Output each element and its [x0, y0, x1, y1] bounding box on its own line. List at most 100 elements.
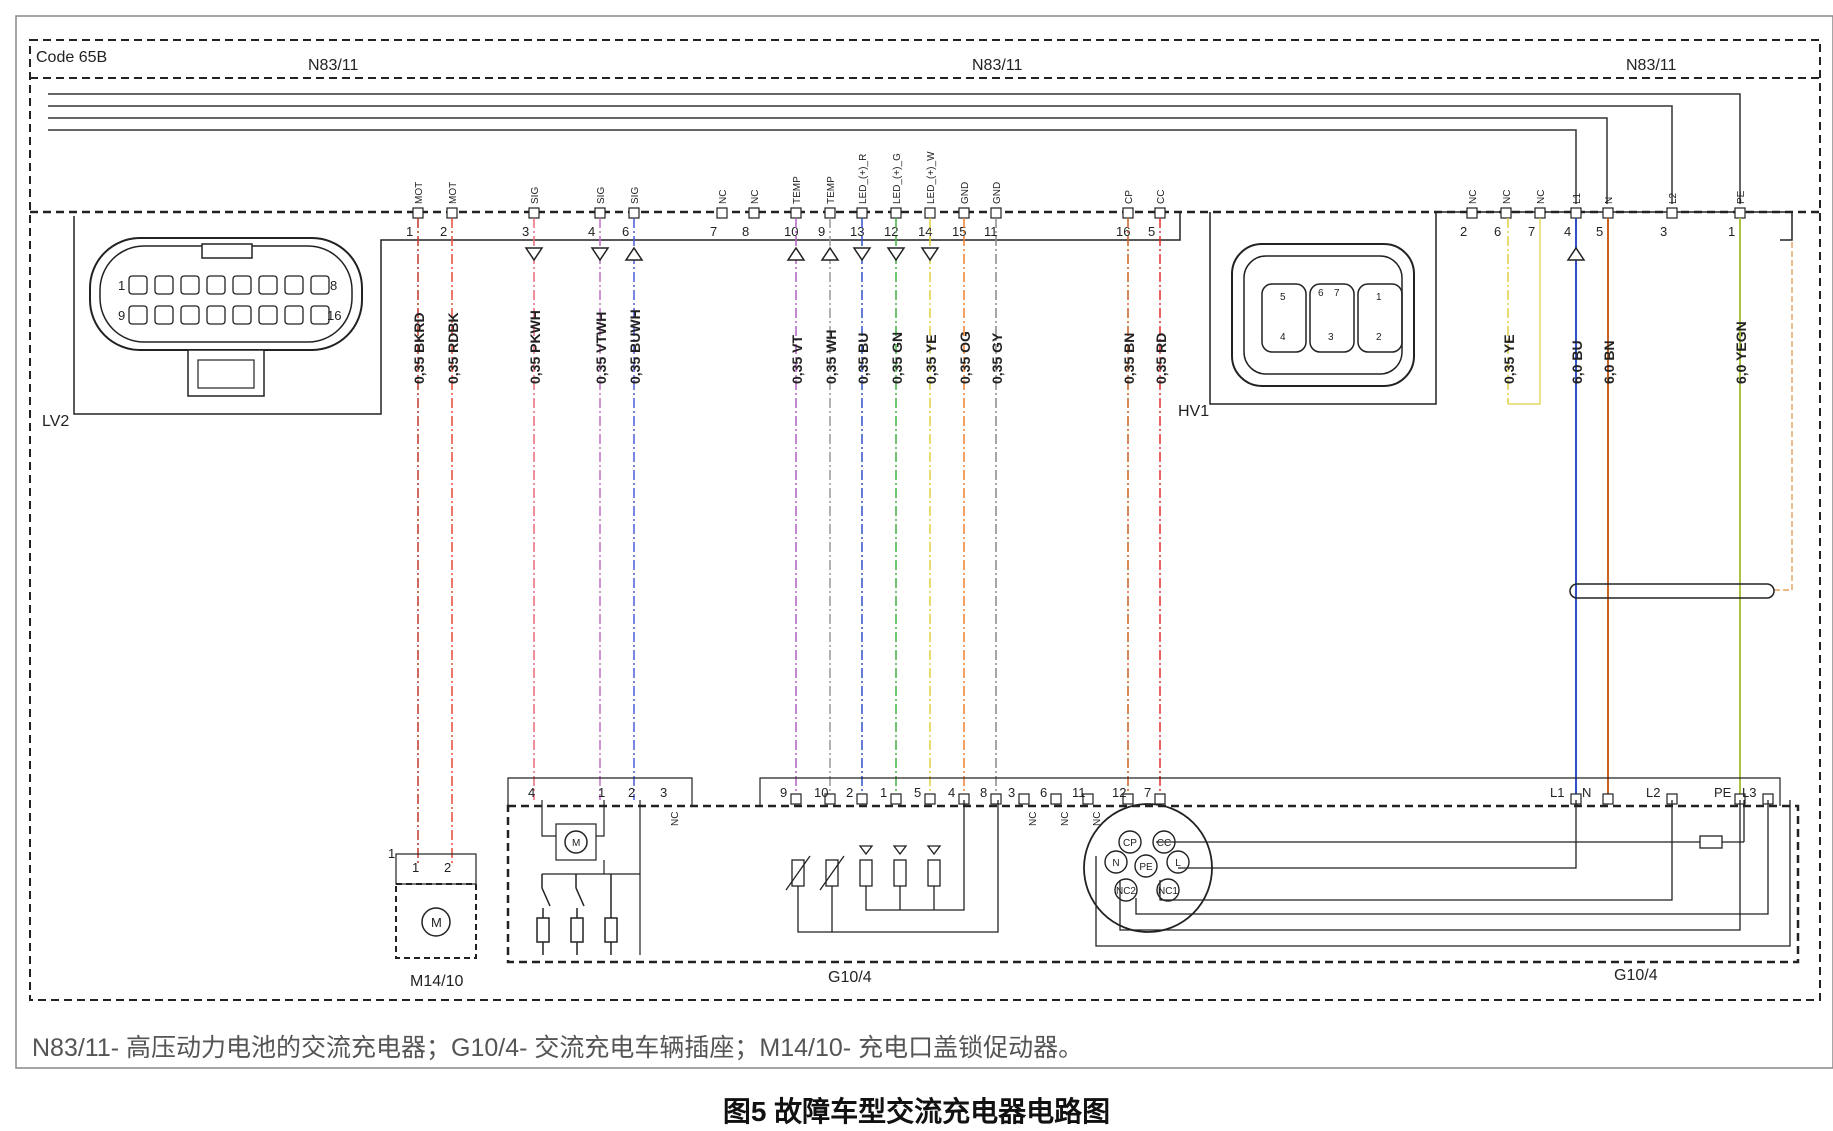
wire: 0,35 GN: [889, 218, 905, 800]
wire: 0,35 BN: [1121, 218, 1137, 800]
g10-pin: [856, 793, 868, 805]
socket-contact-label: NC1: [1158, 886, 1178, 897]
g10-pin: [1122, 793, 1134, 805]
wire: 6,0 BN: [1601, 218, 1617, 800]
top-pin-number: 8: [742, 224, 749, 239]
triangle-up-icon: [786, 246, 806, 261]
top-pin-number: 10: [784, 224, 798, 239]
triangle-down-icon: [524, 247, 544, 262]
top-pin: 8NC: [742, 190, 761, 239]
g10-pin-number: 4: [948, 785, 955, 800]
top-pin-signal: TEMP: [826, 176, 837, 204]
triangle-up-icon: [820, 246, 840, 261]
wire: 0,35 WH: [823, 218, 839, 800]
triangle-up-icon: [1566, 246, 1586, 261]
socket-contact: [1134, 854, 1158, 878]
top-pin-signal: N: [1604, 197, 1615, 204]
wire-label: 0,35 WH: [823, 330, 839, 384]
lock-motor-icon: [564, 830, 588, 854]
top-pin-number: 7: [1528, 224, 1535, 239]
socket-contact-label: CP: [1123, 838, 1137, 849]
g10-pin: [990, 793, 1002, 805]
wire-label: 0,35 YE: [1501, 334, 1517, 384]
wire-label: 0,35 BUWH: [627, 309, 643, 384]
triangle-down-icon: [886, 247, 906, 262]
top-pin-signal: LED_(+)_G: [892, 153, 903, 204]
hv1-connector: 5 6 7 1 4 3 2 HV1: [1178, 211, 1793, 420]
lv2-pin-cavity: [284, 305, 304, 325]
top-pin: 1PE: [1728, 190, 1747, 239]
g10-pin-number: 6: [1040, 785, 1047, 800]
module-label-center: N83/11: [972, 57, 1023, 74]
top-pin-number: 4: [588, 224, 595, 239]
g10-pin-number: 9: [780, 785, 787, 800]
lv2-pin-cavity: [128, 275, 148, 295]
lv2-connector: 1 8 9 16 LV2: [42, 212, 1181, 430]
lv2-label: LV2: [42, 413, 69, 430]
top-pin-number: 5: [1148, 224, 1155, 239]
top-pin: 13 LED_(+)_R: [850, 154, 869, 239]
g10-pin-number: 8: [980, 785, 987, 800]
top-pin-number: 6: [1494, 224, 1501, 239]
top-pin-number: 13: [850, 224, 864, 239]
top-pin: 7 NC: [1528, 190, 1547, 239]
top-pin-number: 2: [440, 224, 447, 239]
m14-pin-1: 1: [412, 860, 419, 875]
motor-symbol: M: [431, 915, 442, 930]
triangle-down-icon: [590, 247, 610, 262]
socket-contact-label: N: [1112, 858, 1119, 869]
top-pin-number: 3: [522, 224, 529, 239]
g10-pin: [790, 793, 802, 805]
g10-pin-number: 11: [1072, 785, 1086, 800]
triangle-down-icon: [852, 247, 872, 262]
lv2-pin-row-bottom: [128, 305, 330, 325]
hv-shield: [1569, 583, 1775, 599]
hv1-pin-1: 1: [1376, 292, 1382, 303]
g10-hv-pin-label: L2: [1646, 785, 1660, 800]
hv1-pin-5: 5: [1280, 292, 1286, 303]
wire: 6,0 YEGN: [1733, 218, 1749, 590]
socket-contact-label: L: [1175, 858, 1181, 869]
lv2-pin-cavity: [258, 275, 278, 295]
socket-contact-label: CC: [1157, 838, 1171, 849]
g10-pin-number: 5: [914, 785, 921, 800]
svg-text:M: M: [572, 838, 580, 849]
lv2-pin-cavity: [180, 275, 200, 295]
top-pin: 7NC: [710, 190, 729, 239]
top-pin-number: 3: [1660, 224, 1667, 239]
hv1-pin-3: 3: [1328, 332, 1334, 343]
code-label: Code 65B: [36, 49, 107, 66]
g10-pin-1: 1: [598, 785, 605, 800]
g10-pin-number: 1: [880, 785, 887, 800]
g10-pin: [1082, 793, 1094, 805]
g10-pin: [924, 793, 936, 805]
top-pin-number: 5: [1596, 224, 1603, 239]
top-pin: 5CC: [1148, 190, 1167, 239]
top-pin-signal: NC: [1536, 190, 1547, 204]
wire-label: 6,0 BN: [1601, 340, 1617, 384]
top-pin-number: 6: [622, 224, 629, 239]
temp-sensors-leds: [785, 800, 999, 933]
top-pin-number: 16: [1116, 224, 1130, 239]
wire-shield-drain: [1774, 240, 1793, 591]
g10-pin: [1154, 793, 1166, 805]
m14-pin-2: 2: [444, 860, 451, 875]
hv1-label: HV1: [1178, 403, 1209, 420]
figure-title: 图5 故障车型交流充电器电路图: [722, 1096, 1111, 1127]
top-pin-signal: LED_(+)_R: [858, 154, 869, 204]
top-pin: 4L1: [1564, 192, 1583, 239]
top-pin-number: 15: [952, 224, 966, 239]
g10-pin-number: 7: [1144, 785, 1151, 800]
wire: 0,35 YE: [923, 218, 939, 800]
